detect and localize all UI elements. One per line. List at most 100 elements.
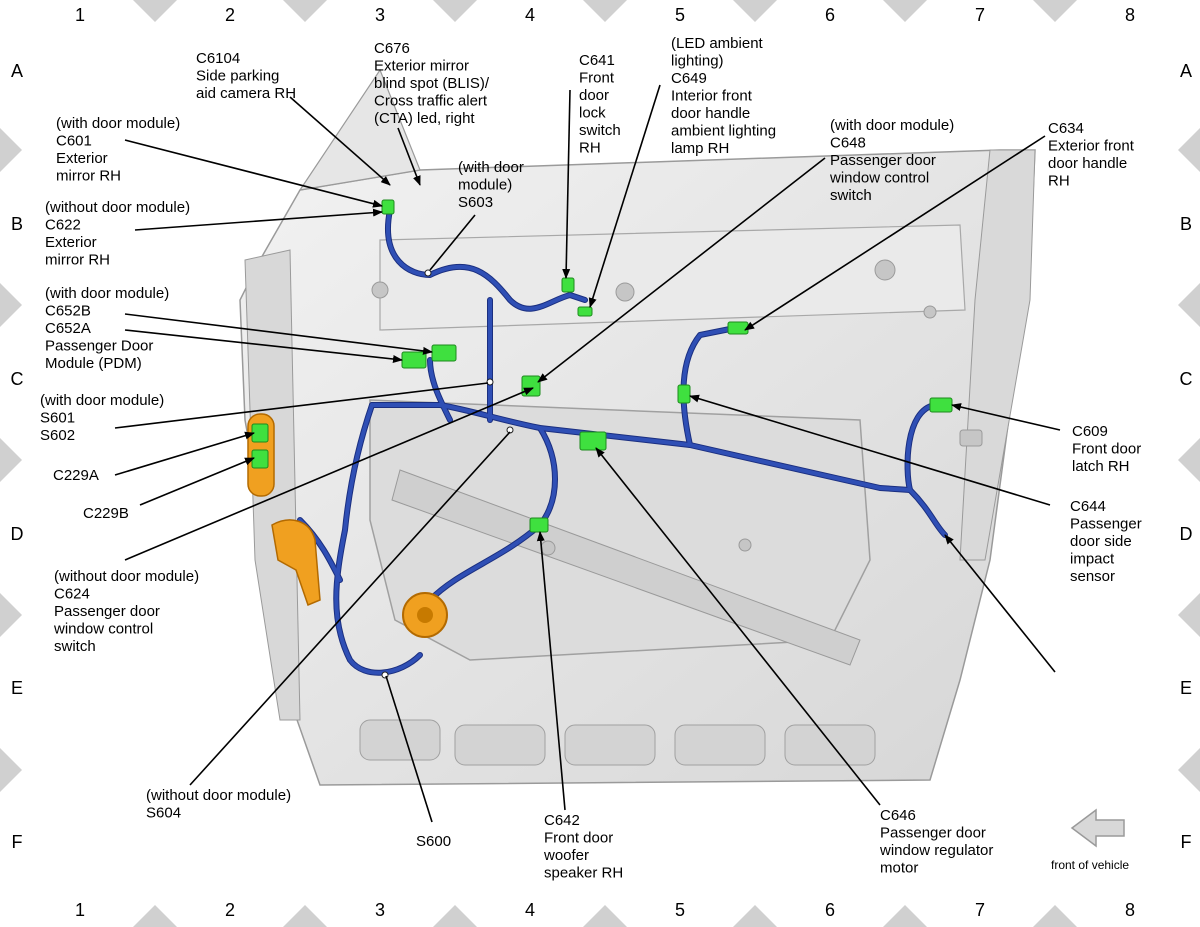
frame-marker	[133, 905, 177, 927]
panel-hole	[371, 281, 389, 299]
connector-c609	[929, 397, 953, 413]
grid-row-left: C	[11, 369, 24, 389]
label-line: Passenger Door	[45, 338, 153, 355]
leader-c634	[744, 135, 1046, 331]
frame-marker	[0, 438, 22, 482]
label-line: (without door module)	[54, 568, 199, 585]
grid-row-right: A	[1180, 61, 1192, 81]
frame-marker	[0, 283, 22, 327]
label-line: (with door module)	[45, 285, 169, 302]
leader-c648	[537, 157, 826, 383]
label-line: mirror RH	[56, 168, 121, 185]
label-s604: (without door module)S604	[146, 787, 291, 822]
label-line: Passenger door	[880, 825, 986, 842]
front-of-vehicle-indicator: front of vehicle	[1051, 808, 1129, 872]
connector-c648	[521, 375, 541, 397]
inner-cutout	[369, 399, 871, 661]
grid-column-top: 4	[525, 5, 535, 25]
label-line: C652B	[45, 303, 91, 320]
grid-column-bottom: 1	[75, 900, 85, 920]
frame-marker	[0, 593, 22, 637]
leader-c622	[134, 208, 383, 231]
label-line: lamp RH	[671, 140, 729, 157]
label-line: window regulator	[879, 842, 993, 859]
connector-c644	[677, 384, 691, 404]
leader-c652a	[124, 329, 403, 364]
label-line: (without door module)	[45, 199, 190, 216]
frame-marker	[733, 0, 777, 22]
frame-marker	[1178, 593, 1200, 637]
label-line: Exterior	[45, 234, 97, 251]
grid-column-bottom: 2	[225, 900, 235, 920]
mirror-sail	[298, 68, 421, 191]
leader-c229a	[114, 431, 255, 476]
label-line: Side parking	[196, 68, 279, 85]
label-line: woofer	[543, 847, 589, 864]
label-line: switch	[579, 122, 621, 139]
label-line: Exterior	[56, 150, 108, 167]
latch-pillar	[959, 149, 1036, 561]
label-line: S604	[146, 805, 181, 822]
grid-column-bottom: 3	[375, 900, 385, 920]
leader-s603	[429, 214, 476, 271]
grid-row-left: B	[11, 214, 23, 234]
frame-marker	[883, 905, 927, 927]
label-line: Front	[579, 70, 615, 87]
connectors	[251, 199, 953, 533]
label-line: S602	[40, 427, 75, 444]
label-line: door side	[1070, 533, 1132, 550]
leader-c676	[397, 127, 421, 186]
panel-hole	[959, 429, 983, 447]
label-line: (with door module)	[830, 117, 954, 134]
label-line: Front door	[1072, 441, 1141, 458]
label-s600: S600	[416, 833, 451, 850]
label-line: C6104	[196, 50, 240, 67]
leader-c644	[689, 394, 1051, 506]
label-line: Passenger door	[830, 152, 936, 169]
wire-grommet	[271, 519, 321, 606]
label-line: Passenger	[1070, 516, 1142, 533]
grid-row-right: E	[1180, 678, 1192, 698]
grid-column-bottom: 7	[975, 900, 985, 920]
connector-c652a	[401, 351, 427, 369]
label-line: C634	[1048, 120, 1084, 137]
grid-row-left: A	[11, 61, 23, 81]
leader-14630	[944, 534, 1056, 673]
label-line: (with door	[458, 159, 524, 176]
label-line: C601	[56, 133, 92, 150]
frame-marker	[1178, 748, 1200, 792]
grid-row-right: C	[1180, 369, 1193, 389]
label-line: C624	[54, 586, 90, 603]
label-line: module)	[458, 177, 512, 194]
leader-s600	[385, 675, 433, 823]
label-line: Module (PDM)	[45, 355, 142, 372]
connector-c634	[727, 321, 749, 335]
connector-c642	[529, 517, 549, 533]
grid-row-right: D	[1180, 524, 1193, 544]
label-line: RH	[579, 140, 601, 157]
leader-c624	[124, 387, 534, 561]
grid-row-left: D	[11, 524, 24, 544]
leader-c641	[562, 89, 571, 279]
grid-column-bottom: 8	[1125, 900, 1135, 920]
frame-marker	[883, 0, 927, 22]
grid-row-right: B	[1180, 214, 1192, 234]
label-line: Passenger door	[54, 603, 160, 620]
label-line: door handle	[1048, 155, 1127, 172]
grid-column-bottom: 5	[675, 900, 685, 920]
panel-hole	[874, 259, 896, 281]
connector-c229a	[251, 423, 269, 443]
leader-c649	[588, 84, 661, 308]
label-line: C676	[374, 40, 410, 57]
label-line: door handle	[671, 105, 750, 122]
label-line: C642	[544, 812, 580, 829]
splice-s601	[486, 378, 494, 386]
